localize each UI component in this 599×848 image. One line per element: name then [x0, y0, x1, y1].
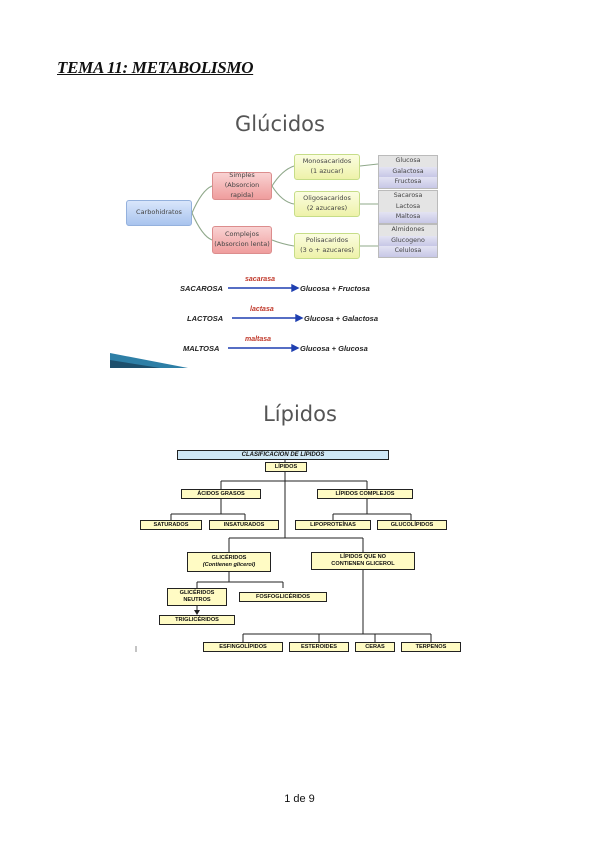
reaction-product: Glucosa + Galactosa	[304, 314, 378, 323]
no-glicerol-box: LÍPIDOS QUE NO CONTIENEN GLICEROL	[311, 552, 415, 570]
reaction-substrate: LACTOSA	[187, 314, 224, 323]
oligosacaridos-label: Oligosacaridos	[303, 194, 351, 203]
polisacaridos-label: Polisacaridos	[305, 236, 349, 245]
esfingolipidos-box: ESFINGOLÍPIDOS	[203, 642, 283, 652]
item-maltosa: Maltosa	[379, 212, 437, 223]
trigliceridos-box: TRIGLICÉRIDOS	[159, 615, 235, 625]
item-celulosa: Celulosa	[379, 246, 437, 257]
gliceridos-label: GLICÉRIDOS	[211, 555, 247, 562]
lipoproteinas-box: LIPOPROTEÍNAS	[295, 520, 371, 530]
reaction-enzyme: sacarasa	[245, 276, 275, 283]
reaction-product: Glucosa + Glucosa	[300, 344, 368, 353]
lipidos-complejos-box: LÍPIDOS COMPLEJOS	[317, 489, 413, 499]
simples-label: Simples	[229, 171, 255, 180]
item-glucosa: Glucosa	[379, 156, 437, 167]
polisacaridos-box: Polisacaridos (3 o + azucares)	[294, 233, 360, 259]
gliceridos-box: GLICÉRIDOS (Contienen glicerol)	[187, 552, 271, 572]
carbohidratos-box: Carbohidratos	[126, 200, 192, 226]
polisacaridos-sub: (3 o + azucares)	[300, 246, 354, 254]
carbohidratos-label: Carbohidratos	[136, 208, 182, 217]
gliceridos-neutros-box: GLICÉRIDOS NEUTROS	[167, 588, 227, 606]
gliceridos-sub: (Contienen glicerol)	[202, 562, 256, 568]
oligosacaridos-sub: (2 azucares)	[306, 204, 348, 212]
glucidos-title: Glúcidos	[235, 112, 325, 136]
mono-items: Glucosa Galactosa Fructosa	[378, 155, 438, 189]
fosfogliceridos-box: FOSFOGLICÉRIDOS	[239, 592, 327, 602]
item-almidones: Almidones	[379, 225, 437, 236]
glucolipidos-box: GLUCOLÍPIDOS	[377, 520, 447, 530]
esteroides-box: ESTEROIDES	[289, 642, 349, 652]
poli-items: Almidones Glucogeno Celulosa	[378, 224, 438, 258]
clasificacion-header: CLASIFICACIÓN DE LÍPIDOS	[177, 450, 389, 460]
complejos-box: Complejos (Absorcion lenta)	[212, 226, 272, 254]
glucidos-connectors	[110, 163, 379, 368]
page-number: 1 de 9	[284, 793, 315, 805]
lipidos-title: Lípidos	[263, 402, 337, 426]
item-lactosa: Lactosa	[379, 201, 437, 212]
simples-sub: (Absorcion rapida)	[224, 181, 260, 199]
reaction-enzyme: lactasa	[250, 306, 274, 313]
item-glucogeno: Glucogeno	[379, 235, 437, 246]
glucidos-slide: Glúcidos Carbohidratos Simples (	[110, 98, 450, 368]
complejos-sub: (Absorcion lenta)	[214, 240, 270, 248]
reaction-enzyme: maltasa	[245, 336, 272, 343]
ceras-box: CERAS	[355, 642, 395, 652]
monosacaridos-sub: (1 azucar)	[310, 167, 344, 175]
item-galactosa: Galactosa	[379, 166, 437, 177]
item-sacarosa: Sacarosa	[379, 191, 437, 202]
reaction-product: Glucosa + Fructosa	[300, 284, 370, 293]
saturados-box: SATURADOS	[140, 520, 202, 530]
item-fructosa: Fructosa	[379, 177, 437, 188]
page-heading: TEMA 11: METABOLISMO	[57, 58, 254, 77]
insaturados-box: INSATURADOS	[209, 520, 279, 530]
lipidos-connectors	[135, 459, 432, 652]
monosacaridos-label: Monosacaridos	[302, 157, 352, 166]
neutros-line2: NEUTROS	[183, 597, 211, 603]
reaction-substrate: SACAROSA	[180, 284, 223, 293]
acidos-grasos-box: ÁCIDOS GRASOS	[181, 489, 261, 499]
complejos-label: Complejos	[225, 230, 259, 239]
oligo-items: Sacarosa Lactosa Maltosa	[378, 190, 438, 224]
lipidos-slide: Lípidos	[135, 388, 465, 668]
neutros-line1: GLICÉRIDOS	[179, 590, 215, 597]
monosacaridos-box: Monosacaridos (1 azucar)	[294, 154, 360, 180]
terpenos-box: TERPENOS	[401, 642, 461, 652]
reaction-substrate: MALTOSA	[183, 344, 220, 353]
oligosacaridos-box: Oligosacaridos (2 azucares)	[294, 191, 360, 217]
no-glicerol-line2: CONTIENEN GLICEROL	[331, 561, 395, 567]
simples-box: Simples (Absorcion rapida)	[212, 171, 272, 200]
lipidos-root-box: LÍPIDOS	[265, 462, 307, 472]
no-glicerol-line1: LÍPIDOS QUE NO	[340, 554, 386, 561]
